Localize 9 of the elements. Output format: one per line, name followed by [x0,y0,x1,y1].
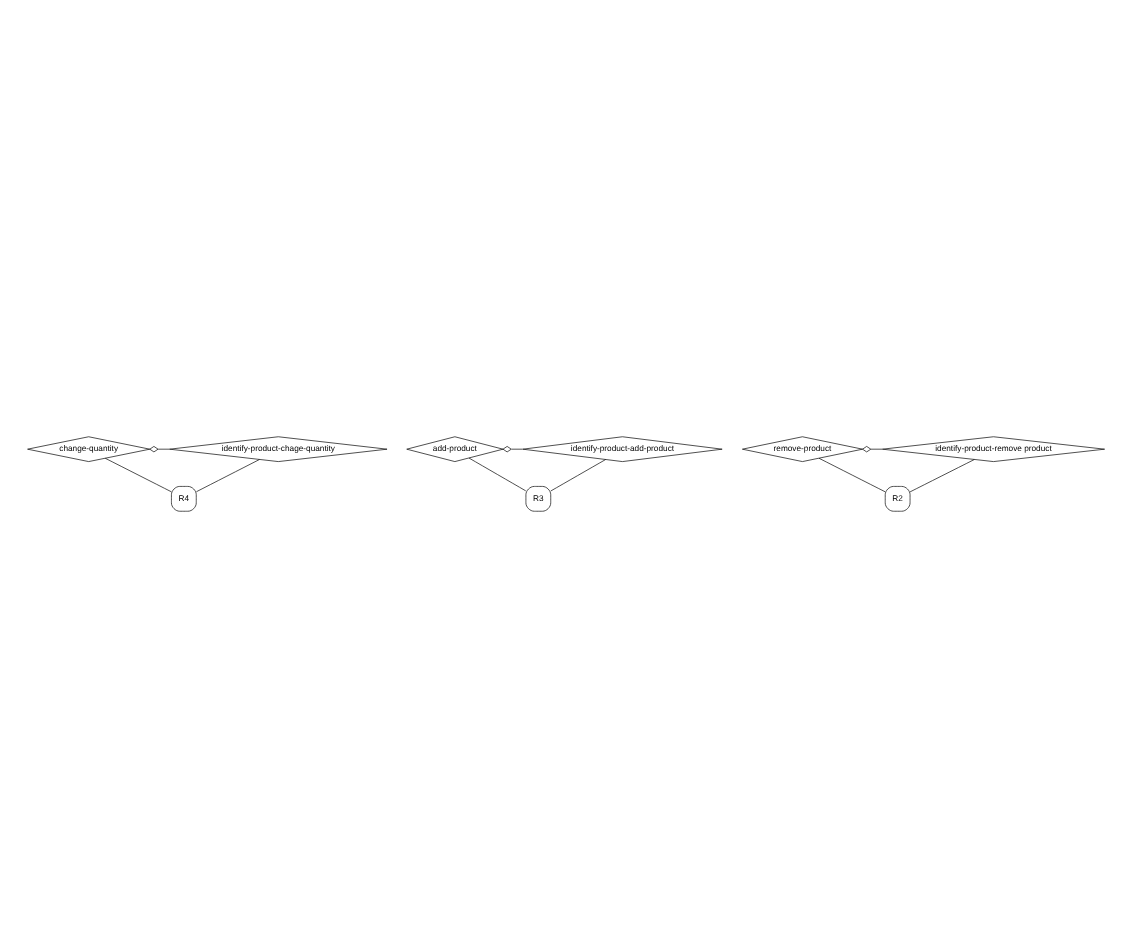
connector [818,457,886,493]
connector [862,446,883,453]
connector [909,459,975,493]
connector [502,446,523,453]
connector [550,459,606,492]
connector [196,459,260,493]
connector [468,457,527,492]
connector [149,446,170,453]
connector [104,457,172,493]
